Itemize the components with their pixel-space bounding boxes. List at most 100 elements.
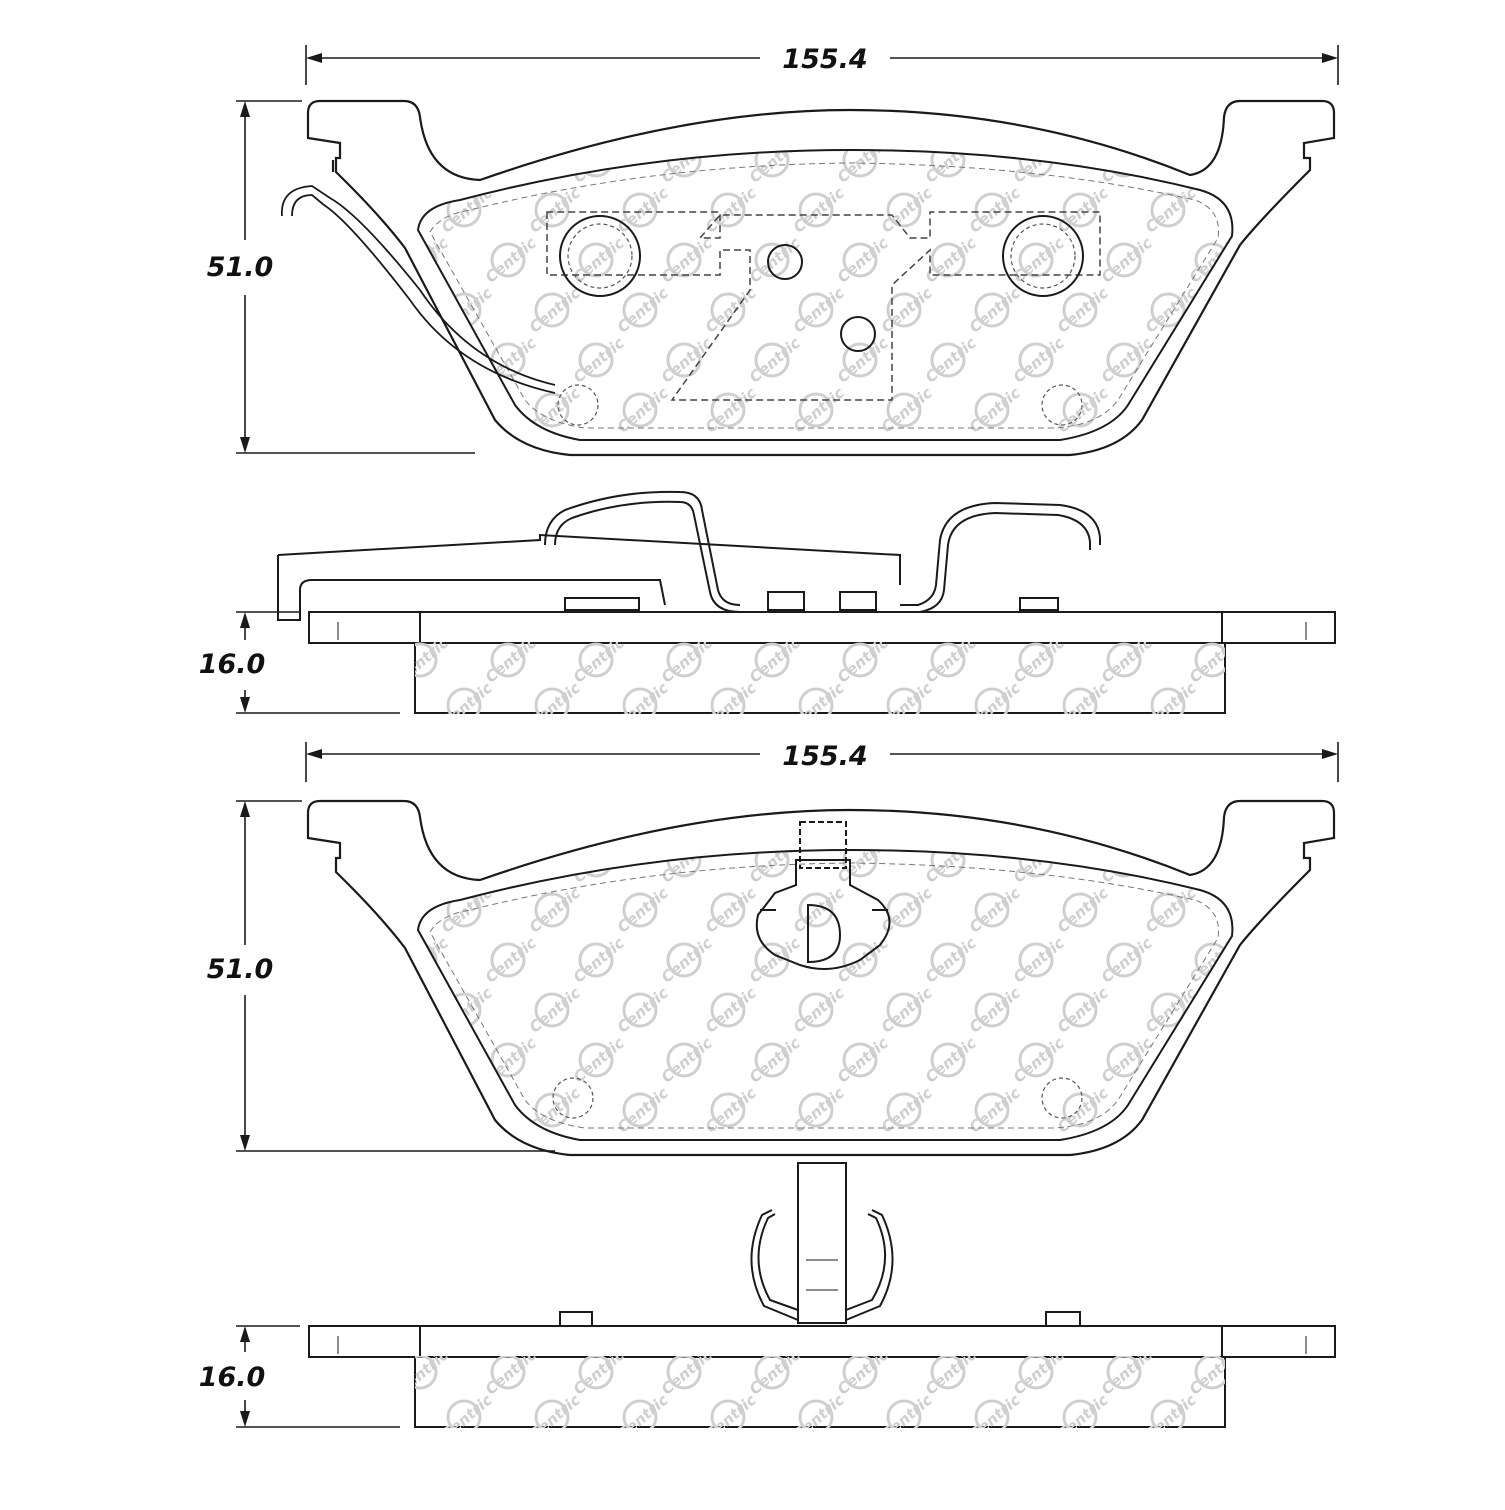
watermark-ring bbox=[710, 192, 746, 228]
watermark-ring bbox=[534, 292, 570, 328]
watermark-ring bbox=[798, 192, 834, 228]
watermark-ring bbox=[974, 292, 1010, 328]
watermark-ring bbox=[1018, 942, 1054, 978]
watermark-ring bbox=[886, 687, 922, 714]
watermark-ring bbox=[754, 850, 790, 878]
watermark-ring bbox=[418, 1042, 438, 1078]
watermark-ring bbox=[578, 642, 614, 678]
watermark-ring bbox=[1018, 1356, 1054, 1390]
watermark-ring bbox=[798, 1399, 834, 1428]
watermark-ring bbox=[1106, 242, 1142, 278]
watermark-ring bbox=[886, 1092, 922, 1128]
watermark-ring bbox=[1150, 292, 1186, 328]
watermark-ring bbox=[1018, 1042, 1054, 1078]
watermark-ring bbox=[418, 150, 438, 178]
watermark-ring bbox=[886, 992, 922, 1028]
shim-hole-dashes-top bbox=[557, 223, 1083, 426]
watermark-ring bbox=[1150, 1092, 1186, 1128]
watermark-text: Centric bbox=[570, 834, 628, 887]
watermark-ring bbox=[622, 1092, 658, 1128]
watermark-ring bbox=[710, 392, 746, 428]
watermark-ring bbox=[1062, 292, 1098, 328]
watermark-ring bbox=[622, 392, 658, 428]
watermark-ring bbox=[974, 687, 1010, 714]
thickness-dimension-bottom bbox=[236, 1325, 400, 1428]
watermark-ring bbox=[842, 342, 878, 378]
watermark-text: Centric bbox=[394, 634, 452, 687]
watermark-ring bbox=[666, 1042, 702, 1078]
watermark-text: Centric bbox=[394, 134, 452, 187]
watermark-ring bbox=[490, 1042, 526, 1078]
watermark-ring bbox=[930, 150, 966, 178]
watermark-ring bbox=[1062, 892, 1098, 928]
side-view-bottom bbox=[308, 1162, 1336, 1428]
watermark-ring bbox=[930, 850, 966, 878]
watermark-text: Centric bbox=[1142, 1084, 1200, 1137]
watermark-ring bbox=[534, 392, 570, 428]
width-dimension-top bbox=[305, 45, 1339, 85]
watermark-ring bbox=[754, 1042, 790, 1078]
watermark-ring bbox=[754, 150, 790, 178]
watermark-ring bbox=[974, 392, 1010, 428]
watermark-ring bbox=[490, 642, 526, 678]
watermark-ring bbox=[974, 1092, 1010, 1128]
watermark-ring bbox=[798, 892, 834, 928]
clip-bracket-bottom bbox=[755, 821, 891, 970]
watermark-ring bbox=[1150, 992, 1186, 1028]
watermark-ring bbox=[446, 1092, 482, 1128]
watermark-text: Centric bbox=[482, 834, 540, 887]
watermark-ring bbox=[798, 687, 834, 714]
watermark-ring bbox=[1062, 1399, 1098, 1428]
watermark-ring bbox=[1194, 1042, 1230, 1078]
watermark-text: Centric bbox=[394, 334, 452, 387]
watermark-ring bbox=[490, 242, 526, 278]
watermark-ring bbox=[1018, 642, 1054, 678]
shim-outline-top bbox=[546, 211, 1101, 401]
watermark-ring bbox=[974, 892, 1010, 928]
watermark-ring bbox=[1106, 1356, 1142, 1390]
watermark-ring bbox=[798, 992, 834, 1028]
watermark-text: Centric bbox=[1186, 334, 1244, 387]
watermark-ring bbox=[1062, 392, 1098, 428]
watermark-ring bbox=[578, 242, 614, 278]
watermark-ring bbox=[930, 1356, 966, 1390]
watermark-ring bbox=[622, 687, 658, 714]
watermark-ring bbox=[578, 1042, 614, 1078]
watermark-ring bbox=[842, 1042, 878, 1078]
watermark-ring bbox=[446, 392, 482, 428]
watermark-ring bbox=[886, 292, 922, 328]
watermark-ring bbox=[490, 942, 526, 978]
watermark-ring bbox=[534, 992, 570, 1028]
watermark-ring bbox=[710, 1399, 746, 1428]
watermark-text: Centric bbox=[1186, 134, 1244, 187]
watermark-ring bbox=[1106, 642, 1142, 678]
watermark-ring bbox=[1150, 392, 1186, 428]
watermark-ring bbox=[1194, 642, 1225, 678]
watermark-text: Centric bbox=[438, 1084, 496, 1137]
watermark-ring bbox=[534, 1399, 570, 1428]
watermark-ring bbox=[490, 1356, 526, 1390]
wear-sensor-wire-top bbox=[281, 185, 556, 394]
watermark-ring bbox=[534, 892, 570, 928]
watermark-text: Centric bbox=[438, 384, 496, 437]
watermark-ring bbox=[710, 992, 746, 1028]
watermark-ring bbox=[842, 642, 878, 678]
watermark-ring bbox=[842, 242, 878, 278]
watermark-ring bbox=[622, 292, 658, 328]
watermark-ring bbox=[578, 342, 614, 378]
watermark-ring bbox=[1018, 242, 1054, 278]
watermark-text: Centric bbox=[1186, 1034, 1244, 1087]
watermark-text: Centric bbox=[394, 934, 452, 987]
watermark-ring bbox=[974, 992, 1010, 1028]
watermark-ring bbox=[534, 1092, 570, 1128]
watermark-ring bbox=[1062, 992, 1098, 1028]
watermark-ring bbox=[798, 392, 834, 428]
watermark-ring bbox=[710, 892, 746, 928]
watermark-ring bbox=[886, 1399, 922, 1428]
watermark-ring bbox=[930, 942, 966, 978]
thickness-label-bottom: 16.0 bbox=[199, 1362, 266, 1393]
watermark-ring bbox=[886, 192, 922, 228]
watermark-text: Centric bbox=[570, 134, 628, 187]
watermark-text: Centric bbox=[394, 1034, 452, 1087]
